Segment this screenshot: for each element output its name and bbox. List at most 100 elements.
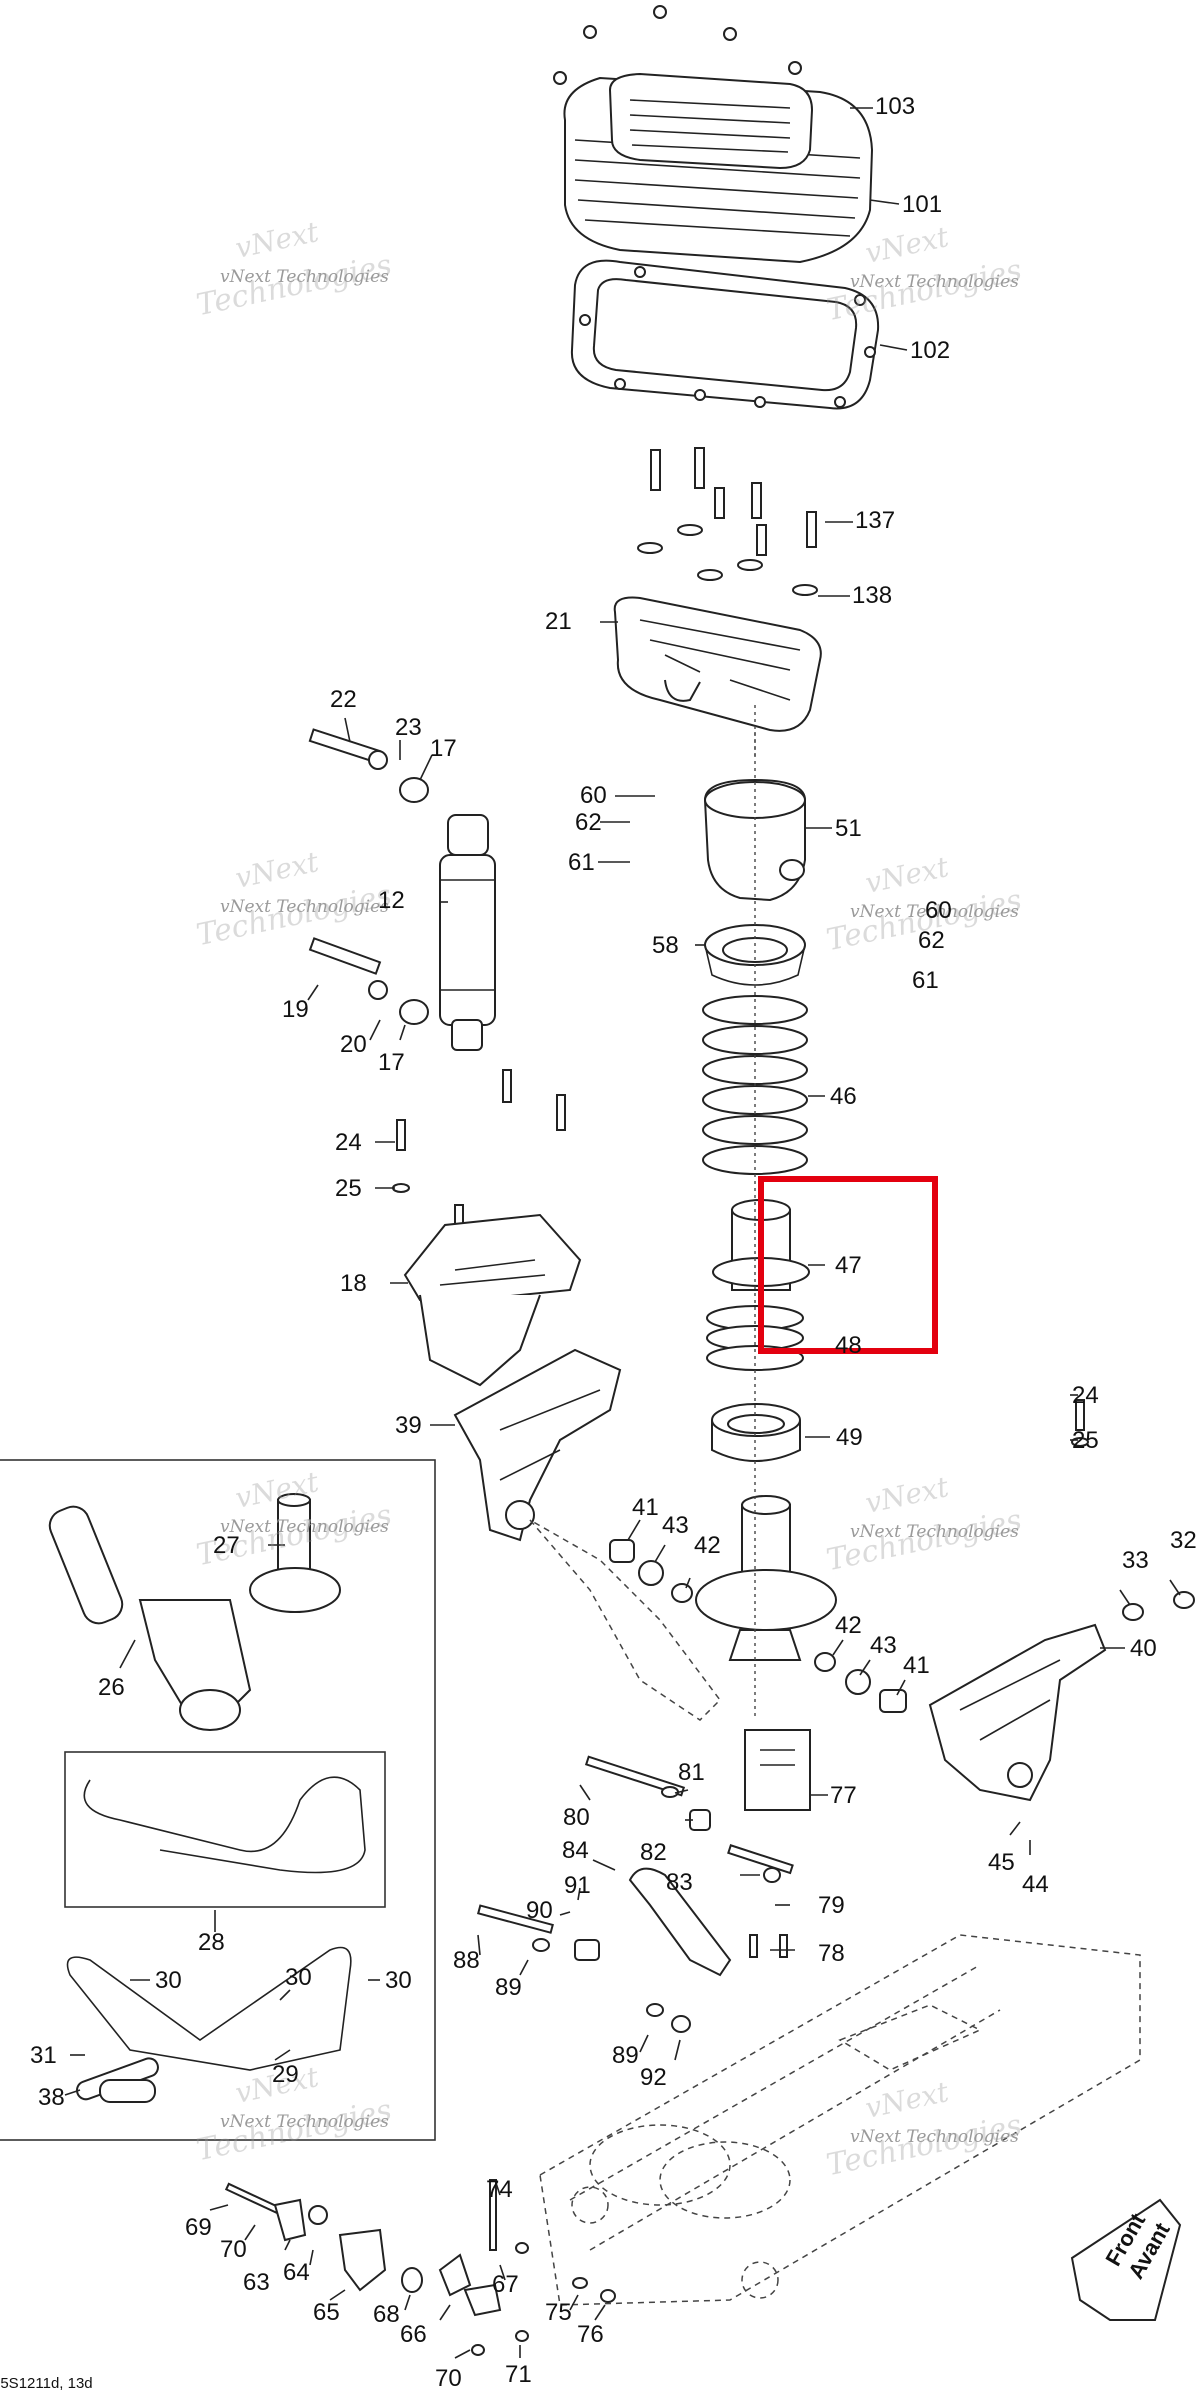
mounting-brackets — [392, 1069, 622, 1542]
watermark-line-2: vNext — [232, 845, 322, 895]
callout-89: 89 — [612, 2042, 639, 2069]
callout-81: 81 — [678, 1759, 705, 1786]
callout-30: 30 — [155, 1967, 182, 1994]
callout-89: 89 — [495, 1974, 522, 2001]
callout-21: 21 — [545, 608, 572, 635]
callout-12: 12 — [378, 887, 405, 914]
watermark-line-1: vNext Technologies — [220, 267, 389, 287]
callout-40: 40 — [1130, 1635, 1157, 1662]
callout-31: 31 — [30, 2042, 57, 2069]
callout-74: 74 — [486, 2176, 513, 2203]
watermark-line-1: vNext Technologies — [220, 1517, 389, 1537]
callout-23: 23 — [395, 714, 422, 741]
callout-25: 25 — [335, 1175, 362, 1202]
watermark-line-1: vNext Technologies — [220, 2112, 389, 2132]
callout-46: 46 — [830, 1083, 857, 1110]
callout-66: 66 — [400, 2321, 427, 2348]
leader-lines — [64, 107, 1181, 2359]
callout-60: 60 — [580, 782, 607, 809]
callout-65: 65 — [313, 2299, 340, 2326]
watermark-line-2: vNext — [232, 1465, 322, 1515]
watermark-line-1: vNext Technologies — [850, 902, 1019, 922]
callout-102: 102 — [910, 337, 950, 364]
callout-32: 32 — [1170, 1527, 1197, 1554]
link-hardware — [477, 1539, 907, 2033]
callout-88: 88 — [453, 1947, 480, 1974]
left-shock — [308, 728, 496, 1051]
callout-101: 101 — [902, 191, 942, 218]
watermark-line-2: vNext — [862, 1470, 952, 1520]
callout-42: 42 — [835, 1612, 862, 1639]
watermark-line-2: vNext — [862, 850, 952, 900]
watermark-line-1: vNext Technologies — [850, 272, 1019, 292]
callout-27: 27 — [213, 1532, 240, 1559]
callout-61: 61 — [568, 849, 595, 876]
callout-44: 44 — [1022, 1871, 1049, 1898]
callout-62: 62 — [575, 809, 602, 836]
right-bracket — [928, 1399, 1195, 1802]
callout-20: 20 — [340, 1031, 367, 1058]
callout-29: 29 — [272, 2061, 299, 2088]
watermark-line-2: vNext — [862, 220, 952, 270]
watermark-line-1: vNext Technologies — [220, 897, 389, 917]
accessory-inset — [0, 1459, 436, 2141]
callout-49: 49 — [836, 1424, 863, 1451]
callout-33: 33 — [1122, 1547, 1149, 1574]
air-box-cover — [553, 5, 880, 410]
callout-43: 43 — [662, 1512, 689, 1539]
callout-30: 30 — [285, 1964, 312, 1991]
callout-103: 103 — [875, 93, 915, 120]
callout-19: 19 — [282, 996, 309, 1023]
callout-51: 51 — [835, 815, 862, 842]
callout-39: 39 — [395, 1412, 422, 1439]
callout-47: 47 — [835, 1252, 862, 1279]
callout-137: 137 — [855, 507, 895, 534]
callout-70: 70 — [220, 2236, 247, 2263]
callout-80: 80 — [563, 1804, 590, 1831]
callout-48: 48 — [835, 1332, 862, 1359]
callout-45: 45 — [988, 1849, 1015, 1876]
callout-77: 77 — [830, 1782, 857, 1809]
callout-26: 26 — [98, 1674, 125, 1701]
callout-92: 92 — [640, 2064, 667, 2091]
callout-58: 58 — [652, 932, 679, 959]
callout-30: 30 — [385, 1967, 412, 1994]
callout-79: 79 — [818, 1892, 845, 1919]
callout-84: 84 — [562, 1837, 589, 1864]
upper-mount — [613, 447, 822, 760]
direction-badge-text: Front Avant — [1100, 2208, 1175, 2283]
callout-83: 83 — [666, 1869, 693, 1896]
callout-64: 64 — [283, 2259, 310, 2286]
callout-24: 24 — [1072, 1382, 1099, 1409]
direction-badge — [1070, 2198, 1182, 2321]
callout-17: 17 — [378, 1049, 405, 1076]
callout-63: 63 — [243, 2269, 270, 2296]
callout-68: 68 — [373, 2301, 400, 2328]
callout-69: 69 — [185, 2214, 212, 2241]
callout-41: 41 — [903, 1652, 930, 1679]
callout-43: 43 — [870, 1632, 897, 1659]
callout-90: 90 — [526, 1897, 553, 1924]
callout-138: 138 — [852, 582, 892, 609]
watermark-line-2: vNext — [862, 2075, 952, 2125]
highlight-box — [758, 1176, 938, 1354]
callout-71: 71 — [505, 2361, 532, 2388]
bottom-small-parts — [224, 2179, 616, 2356]
callout-25: 25 — [1072, 1427, 1099, 1454]
callout-62: 62 — [918, 927, 945, 954]
footer-code: 05S1211d, 13d — [0, 2375, 93, 2392]
callout-82: 82 — [640, 1839, 667, 1866]
callout-38: 38 — [38, 2084, 65, 2111]
callout-17: 17 — [430, 735, 457, 762]
callout-41: 41 — [632, 1494, 659, 1521]
callout-22: 22 — [330, 686, 357, 713]
callout-76: 76 — [577, 2321, 604, 2348]
